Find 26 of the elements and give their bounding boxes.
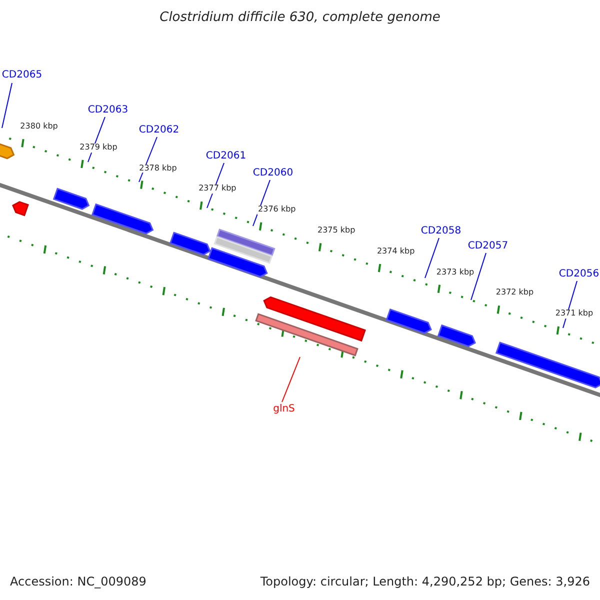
gene-label: CD2060 bbox=[252, 168, 294, 178]
gene-label: CD2065 bbox=[2, 70, 42, 80]
scale-label: 2377 kbp bbox=[198, 184, 238, 194]
scale-label: 2380 kbp bbox=[19, 122, 59, 132]
leader-line bbox=[2, 82, 12, 128]
gene-label: CD2058 bbox=[420, 226, 462, 236]
gene-label: glnS bbox=[273, 404, 295, 414]
title: Clostridium difficile 630, complete genome bbox=[160, 10, 440, 26]
gene-label: CD2061 bbox=[206, 150, 246, 162]
scale-label: 2371 kbp bbox=[554, 310, 594, 319]
scale-label: 2374 kbp bbox=[376, 247, 416, 256]
leader-line bbox=[424, 238, 440, 278]
leader-line bbox=[470, 252, 486, 300]
gene-label: CD2063 bbox=[88, 104, 128, 116]
scale-label: 2373 kbp bbox=[435, 268, 476, 277]
gene-label: CD2056 bbox=[558, 268, 600, 280]
leader-line bbox=[282, 356, 300, 402]
scale-label: 2375 kbp bbox=[316, 226, 356, 236]
gene-label: CD2057 bbox=[468, 240, 508, 252]
scale-label: 2378 kbp bbox=[138, 164, 178, 173]
gene-label: CD2062 bbox=[138, 124, 180, 136]
scale-label: 2379 kbp bbox=[78, 143, 118, 152]
scale-label: 2376 kbp bbox=[257, 206, 297, 215]
accession-text: Accession: NC_009089 bbox=[10, 575, 146, 589]
genome-info-text: Topology: circular; Length: 4,290,252 bp; Genes: 3,926 bbox=[260, 575, 590, 589]
scale-label: 2372 kbp bbox=[494, 289, 535, 298]
